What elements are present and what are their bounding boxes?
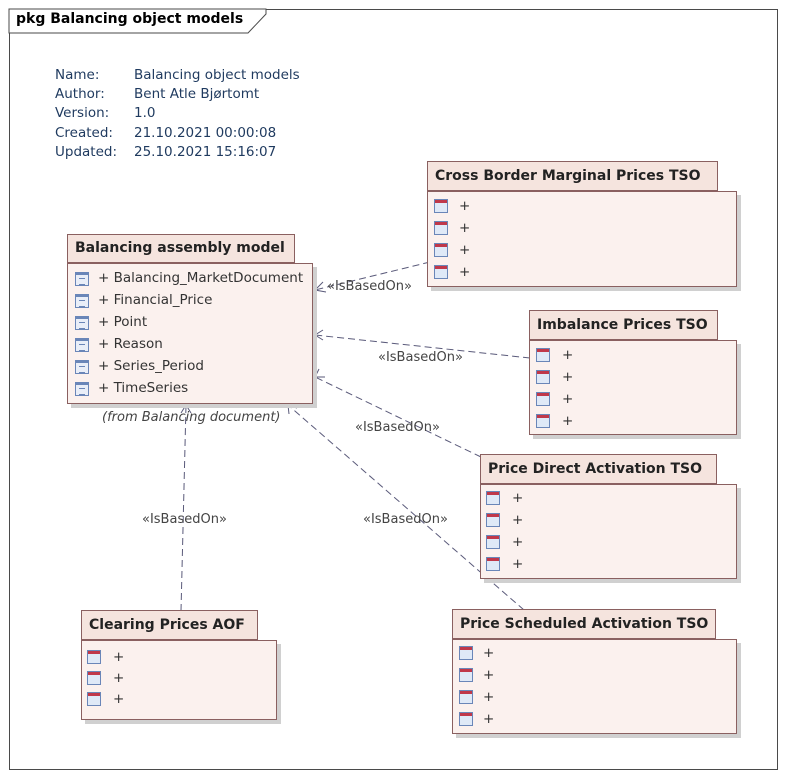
class-price-scheduled-activation-tso[interactable]: Price Scheduled Activation TSO + + + + (452, 609, 741, 738)
attribute-icon (536, 414, 550, 428)
attribute: + Point (98, 314, 148, 330)
class-body (480, 484, 737, 579)
attribute: + (562, 413, 574, 429)
attribute-icon (486, 535, 500, 549)
stereotype-label-clearing: «IsBasedOn» (142, 512, 227, 527)
class-title: Price Scheduled Activation TSO (452, 609, 716, 639)
attribute: + (512, 512, 524, 528)
class-title: Cross Border Marginal Prices TSO (427, 161, 718, 191)
meta-key: Name: (55, 67, 100, 83)
attribute-icon (434, 199, 448, 213)
attribute: + (459, 264, 471, 280)
attribute-icon (459, 690, 473, 704)
meta-row-author: Author: Bent Atle Bjørtomt (55, 85, 300, 104)
attribute: + (562, 369, 574, 385)
class-title: Clearing Prices AOF (81, 610, 258, 640)
connector-imbalance[interactable] (314, 334, 531, 359)
class-title: Imbalance Prices TSO (529, 310, 718, 340)
attribute: + (459, 220, 471, 236)
document-class-icon (75, 338, 89, 352)
attribute: + Reason (98, 336, 163, 352)
attribute: + (113, 649, 125, 665)
class-title: Balancing assembly model (67, 234, 295, 263)
meta-value: Bent Atle Bjørtomt (134, 86, 260, 103)
meta-value: 25.10.2021 15:16:07 (134, 143, 277, 160)
attribute-icon (459, 646, 473, 660)
attribute-icon (536, 370, 550, 384)
connector-cross-border[interactable] (314, 261, 431, 291)
attribute: + (512, 534, 524, 550)
stereotype-label-direct: «IsBasedOn» (355, 420, 440, 435)
document-class-icon (75, 294, 89, 308)
attribute: + (459, 242, 471, 258)
meta-value: 1.0 (134, 105, 156, 122)
class-title: Price Direct Activation TSO (480, 454, 717, 484)
attribute: + (562, 391, 574, 407)
meta-key: Version: (55, 105, 110, 122)
attribute: + (483, 689, 495, 705)
class-body (81, 640, 277, 720)
attribute-icon (486, 557, 500, 571)
class-body (529, 340, 737, 435)
meta-row-updated: Updated: 25.10.2021 15:16:07 (55, 143, 300, 162)
stereotype-label-cross-border: «IsBasedOn» (327, 279, 412, 294)
attribute-icon (434, 243, 448, 257)
attribute-icon (87, 671, 101, 685)
connector-direct[interactable] (314, 376, 482, 458)
class-balancing-assembly-model[interactable]: Balancing assembly model + Balancing_Mar… (67, 234, 317, 408)
meta-key: Updated: (55, 143, 118, 160)
attribute-icon (434, 265, 448, 279)
package-frame (9, 9, 778, 770)
attribute-icon (536, 348, 550, 362)
attribute-icon (536, 392, 550, 406)
document-class-icon (75, 360, 89, 374)
class-cross-border-marginal-prices-tso[interactable]: Cross Border Marginal Prices TSO + + + + (427, 161, 741, 291)
class-imbalance-prices-tso[interactable]: Imbalance Prices TSO + + + + (529, 310, 741, 439)
attribute: + (113, 670, 125, 686)
connector-clearing[interactable] (180, 404, 187, 612)
stereotype-label-imbalance: «IsBasedOn» (378, 350, 463, 365)
document-class-icon (75, 382, 89, 396)
class-price-direct-activation-tso[interactable]: Price Direct Activation TSO + + + + (480, 454, 741, 583)
attribute: + (459, 198, 471, 214)
attribute-icon (486, 513, 500, 527)
package-tab-shape (8, 8, 267, 34)
class-body (427, 191, 737, 287)
attribute: + Series_Period (98, 358, 204, 374)
attribute-icon (459, 668, 473, 682)
document-class-icon (75, 316, 89, 330)
class-body (67, 263, 313, 404)
attribute-icon (87, 650, 101, 664)
from-package-note: (from Balancing document) (102, 410, 281, 425)
attribute: + Balancing_MarketDocument (98, 270, 304, 286)
meta-row-name: Name: Balancing object models (55, 66, 300, 85)
attribute: + TimeSeries (98, 380, 189, 396)
package-metadata: Name: Balancing object models Author: Bent… (55, 66, 300, 162)
meta-row-created: Created: 21.10.2021 00:00:08 (55, 124, 300, 143)
attribute: + (483, 667, 495, 683)
attribute: + (512, 556, 524, 572)
meta-key: Created: (55, 124, 113, 141)
attribute: + Financial_Price (98, 292, 213, 308)
attribute: + (512, 490, 524, 506)
meta-key: Author: (55, 86, 105, 103)
attribute-icon (434, 221, 448, 235)
package-title: pkg Balancing object models (16, 11, 244, 27)
attribute-icon (486, 491, 500, 505)
meta-row-version: Version: 1.0 (55, 104, 300, 123)
class-body (452, 639, 737, 734)
document-class-icon (75, 272, 89, 286)
attribute: + (483, 711, 495, 727)
meta-value: 21.10.2021 00:00:08 (134, 124, 277, 141)
attribute-icon (459, 712, 473, 726)
connector-scheduled[interactable] (287, 404, 525, 611)
attribute-icon (87, 692, 101, 706)
stereotype-label-scheduled: «IsBasedOn» (363, 512, 448, 527)
attribute: + (113, 691, 125, 707)
meta-value: Balancing object models (134, 67, 300, 83)
attribute: + (483, 645, 495, 661)
class-clearing-prices-aof[interactable]: Clearing Prices AOF + + + (81, 610, 281, 724)
attribute: + (562, 347, 574, 363)
